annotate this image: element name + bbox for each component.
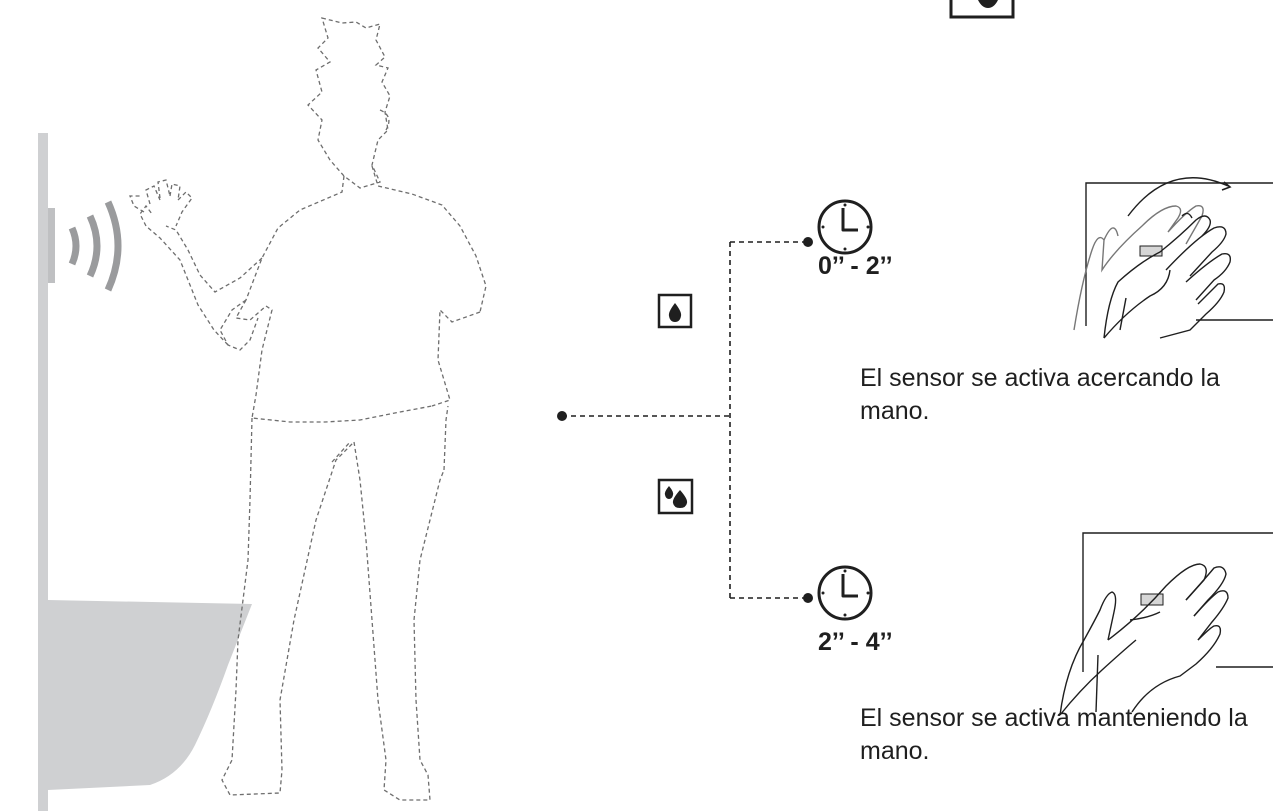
connector-lines [562, 241, 808, 599]
double-drop-icon [657, 478, 694, 515]
time-range-short: 0’’ - 2’’ [818, 252, 893, 280]
toilet-bowl [48, 600, 252, 790]
clock-icon [817, 199, 873, 255]
time-range-long: 2’’ - 4’’ [818, 628, 893, 656]
long-dot [803, 593, 813, 603]
wall-panel [38, 133, 48, 811]
caption-approach: El sensor se activa acercando la mano. [860, 364, 1220, 425]
person-outline [129, 17, 487, 801]
partial-icon [949, 0, 1015, 19]
origin-dot [557, 411, 567, 421]
toilet-wall [38, 133, 252, 811]
clock-icon [817, 565, 873, 621]
sensor-plate [48, 208, 55, 283]
connector-dots [557, 237, 813, 603]
toilet-base [38, 600, 48, 811]
sensor-waves-icon [68, 200, 122, 292]
single-drop-icon [657, 293, 693, 329]
short-dot [803, 237, 813, 247]
caption-hold: El sensor se activa manteniendo la mano. [860, 704, 1248, 765]
hand-hold-illustration [1059, 532, 1273, 716]
hand-approach-illustration [1073, 177, 1273, 339]
